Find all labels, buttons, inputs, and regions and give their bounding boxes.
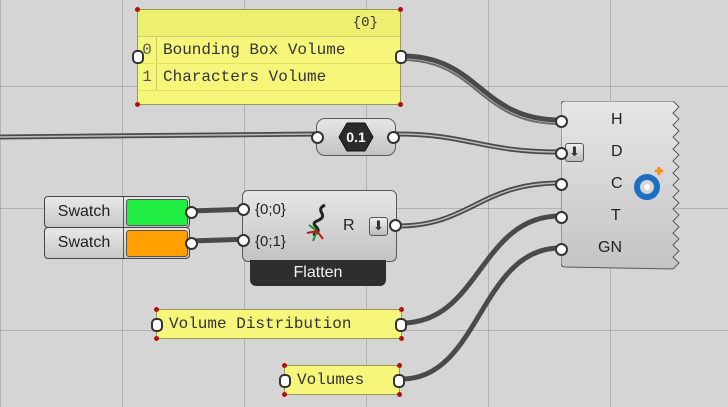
volumes-output-port[interactable] bbox=[393, 374, 405, 388]
port-t[interactable] bbox=[555, 211, 568, 224]
flatten-port-a[interactable] bbox=[237, 203, 250, 216]
port-c[interactable] bbox=[555, 178, 568, 191]
number-output-port[interactable] bbox=[387, 131, 400, 144]
flatten-tree-icon bbox=[306, 203, 326, 242]
flatten-input-b[interactable]: {0;1} bbox=[255, 233, 286, 250]
chart-plugin-icon bbox=[634, 167, 663, 200]
swatch-orange[interactable]: Swatch bbox=[44, 227, 198, 259]
volumes-input-port[interactable] bbox=[279, 374, 291, 388]
swatch-label: Swatch bbox=[45, 197, 124, 227]
list-item: 0 Bounding Box Volume bbox=[138, 37, 400, 64]
wire-distribution-to-t bbox=[399, 213, 563, 326]
swatch-color-green[interactable] bbox=[126, 199, 188, 226]
number-input-port[interactable] bbox=[311, 131, 324, 144]
flatten-input-a[interactable]: {0;0} bbox=[255, 201, 286, 218]
distribution-input-port[interactable] bbox=[151, 318, 163, 332]
flatten-node[interactable]: {0;0} {0;1} R ⬇ bbox=[237, 190, 402, 262]
port-h[interactable] bbox=[555, 115, 568, 128]
volumes-list-panel[interactable]: {0} 0 Bounding Box Volume 1 Characters Vol… bbox=[132, 7, 407, 107]
swatch-label: Swatch bbox=[45, 228, 124, 258]
input-h-label[interactable]: H bbox=[611, 111, 623, 128]
input-c-label[interactable]: C bbox=[611, 175, 623, 192]
port-gn[interactable] bbox=[555, 243, 568, 256]
panel-input-port[interactable] bbox=[132, 50, 144, 64]
input-d-label[interactable]: D bbox=[611, 143, 623, 160]
chart-component-node[interactable]: H ⬇ D C T GN bbox=[555, 101, 680, 270]
flatten-output-port[interactable] bbox=[389, 219, 402, 232]
swatch-output-port[interactable] bbox=[185, 206, 198, 219]
flatten-output-label: R bbox=[343, 217, 355, 234]
swatch-output-port[interactable] bbox=[185, 237, 198, 250]
volume-distribution-text: Volume Distribution bbox=[169, 315, 352, 333]
flatten-title: Flatten bbox=[293, 264, 343, 281]
graft-down-arrow-icon[interactable]: ⬇ bbox=[369, 217, 388, 236]
swatch-green[interactable]: Swatch bbox=[44, 196, 198, 228]
wire-panel-to-h-2 bbox=[401, 59, 561, 125]
list-item-text: Bounding Box Volume bbox=[163, 41, 346, 59]
flatten-title-bar: Flatten bbox=[250, 260, 386, 286]
distribution-output-port[interactable] bbox=[395, 318, 407, 332]
swatch-color-orange[interactable] bbox=[126, 230, 188, 257]
volumes-title-panel[interactable]: Volumes bbox=[279, 363, 405, 397]
volume-distribution-panel[interactable]: Volume Distribution bbox=[151, 307, 407, 341]
volumes-title-text: Volumes bbox=[297, 371, 365, 389]
wire-volumes-to-gn bbox=[399, 245, 563, 382]
panel-path-header: {0} bbox=[138, 10, 400, 37]
input-gn-label[interactable]: GN bbox=[598, 239, 622, 256]
flatten-port-b[interactable] bbox=[237, 234, 250, 247]
port-d[interactable] bbox=[555, 147, 568, 160]
list-item-text: Characters Volume bbox=[163, 68, 327, 86]
number-value: 0.1 bbox=[346, 129, 366, 145]
input-t-label[interactable]: T bbox=[611, 207, 621, 224]
list-item: 1 Characters Volume bbox=[138, 64, 400, 91]
list-index: 0 bbox=[138, 37, 157, 63]
number-node[interactable]: 0.1 bbox=[311, 118, 400, 156]
panel-output-port[interactable] bbox=[395, 50, 407, 64]
chart-node-body bbox=[561, 101, 680, 270]
wire-panel-to-h bbox=[399, 53, 563, 123]
list-index: 1 bbox=[138, 64, 157, 90]
number-badge-icon: 0.1 bbox=[338, 122, 374, 152]
